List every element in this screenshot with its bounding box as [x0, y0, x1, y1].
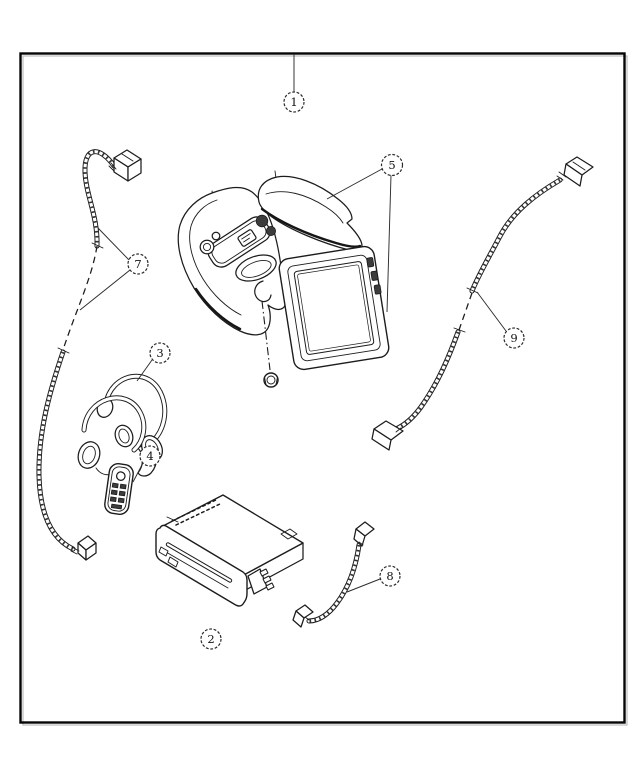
callout-number: 3: [156, 346, 163, 360]
player-disc-slot: [165, 542, 233, 583]
callout-number: 8: [386, 569, 393, 583]
overhead-console-drawing: [177, 170, 390, 388]
player-button: [158, 546, 169, 557]
headphone-earcup: [114, 424, 134, 448]
remote-power-button: [115, 471, 126, 481]
player-vent-slots: [171, 498, 223, 526]
console-control-panel: [199, 214, 276, 268]
jumper-bottom-connector: [292, 604, 314, 628]
harness-top-connector: [108, 149, 142, 182]
headphone-front: [77, 395, 147, 476]
player-button: [167, 556, 179, 568]
callouts-layer: 1 2 3 4 5 7 8: [79, 54, 525, 650]
jumper-harness-drawing: [292, 521, 375, 628]
harness-segment-ticks: [57, 242, 104, 354]
panel-display: [237, 229, 257, 247]
console-bottom-shadow: [194, 287, 242, 331]
cover-top-line: [265, 191, 344, 224]
callout-number: 5: [388, 158, 395, 172]
main-wiring-harness-drawing: [39, 149, 142, 561]
panel-button: [199, 239, 215, 255]
harness-segment-ticks: [453, 287, 479, 333]
jumper-top-connector: [353, 521, 375, 547]
console-inner-rim: [189, 199, 242, 316]
mounting-screw: [254, 280, 279, 388]
callout-number: 7: [134, 257, 141, 271]
monitor-screen: [278, 245, 390, 371]
diagram-frame: [19, 52, 628, 726]
callout-4: 4: [132, 445, 161, 483]
harness-bottom-connector: [371, 420, 404, 451]
frame-shadow-line: [22, 55, 628, 726]
dome-lamp: [235, 254, 277, 282]
panel-button: [265, 225, 276, 236]
panel-button: [255, 214, 269, 228]
callout-8: 8: [346, 565, 401, 593]
callout-number: 2: [207, 632, 214, 646]
cover-edge-shadow: [260, 207, 362, 248]
remote-button-grid: [109, 482, 127, 510]
callout-number: 9: [510, 331, 517, 345]
dvd-player-drawing: [155, 494, 304, 607]
callout-1: 1: [283, 54, 305, 113]
screen-side-button: [366, 257, 375, 268]
harness-top-connector: [556, 156, 594, 187]
harness-hidden-run: [458, 292, 473, 331]
faceplate-trim-line: [165, 551, 229, 589]
callout-number: 4: [146, 449, 153, 463]
monitor-slide-cover: [257, 175, 363, 252]
callout-3: 3: [136, 342, 171, 382]
headphone-earcup: [77, 441, 101, 469]
callout-7: 7: [79, 227, 149, 311]
frame-border: [19, 52, 626, 724]
callout-number: 1: [290, 95, 297, 109]
player-rear-connector: [247, 568, 275, 595]
remote-control-drawing: [104, 463, 134, 515]
callout-5: 5: [326, 153, 404, 313]
panel-button: [211, 231, 221, 241]
screen-side-button: [370, 270, 379, 281]
harness-hidden-run: [62, 245, 98, 351]
callout-2: 2: [200, 628, 222, 650]
callout-9: 9: [476, 291, 525, 349]
harness-bottom-connector: [70, 535, 97, 561]
screen-side-button: [373, 284, 382, 295]
rear-wiring-harness-drawing: [371, 156, 594, 451]
player-top-details: [166, 516, 298, 540]
